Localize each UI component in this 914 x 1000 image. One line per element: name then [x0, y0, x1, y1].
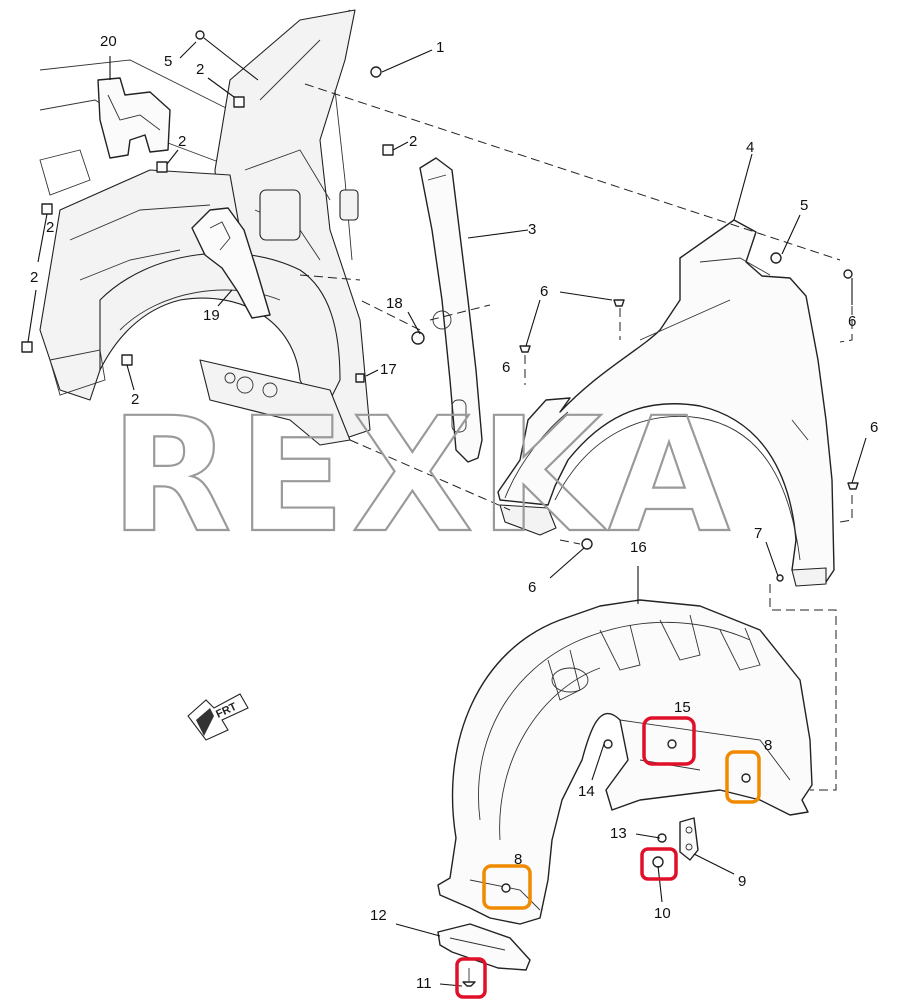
highlight-red-part-10 — [640, 847, 678, 881]
callout-2-e: 2 — [131, 391, 139, 408]
part-3-seal — [419, 157, 483, 463]
callout-2-b: 2 — [409, 133, 417, 150]
callouts: 1 2 2 2 2 2 2 3 4 5 5 6 6 6 6 6 7 8 8 9 … — [30, 33, 878, 992]
callout-6-d: 6 — [528, 579, 536, 596]
callout-3: 3 — [528, 221, 536, 238]
callout-19: 19 — [203, 307, 220, 324]
callout-1: 1 — [436, 39, 444, 56]
callout-17: 17 — [380, 361, 397, 378]
callout-6-c: 6 — [870, 419, 878, 436]
highlight-red-part-15 — [642, 716, 696, 766]
callout-11: 11 — [416, 975, 432, 992]
highlight-boxes — [455, 716, 761, 999]
part-12-shield — [437, 923, 531, 971]
callout-6-b: 6 — [848, 313, 856, 330]
callout-2-c: 2 — [178, 133, 186, 150]
callout-16: 16 — [630, 539, 647, 556]
part-9-bracket — [679, 817, 699, 861]
callout-20: 20 — [100, 33, 117, 50]
callout-18: 18 — [386, 295, 403, 312]
callout-4: 4 — [746, 139, 754, 156]
callout-5-a: 5 — [164, 53, 172, 70]
callout-15: 15 — [674, 699, 691, 716]
callout-6-e: 6 — [502, 359, 510, 376]
callout-8-upper: 8 — [764, 737, 772, 754]
callout-2-a: 2 — [196, 61, 204, 78]
callout-5-b: 5 — [800, 197, 808, 214]
part-4-fender — [497, 219, 835, 587]
guide-lines — [299, 83, 853, 791]
highlight-red-part-11 — [455, 957, 487, 999]
highlight-orange-part-8-upper — [725, 750, 761, 804]
highlight-orange-part-8-lower — [482, 864, 532, 910]
front-direction-indicator: FRT — [187, 693, 249, 741]
callout-8-lower: 8 — [514, 851, 522, 868]
body-structure — [39, 9, 371, 446]
callout-13: 13 — [610, 825, 627, 842]
leader-lines — [27, 37, 867, 987]
fasteners — [21, 30, 859, 987]
callout-10: 10 — [654, 905, 671, 922]
callout-9: 9 — [738, 873, 746, 890]
part-16-liner — [437, 599, 813, 925]
callout-7: 7 — [754, 525, 762, 542]
watermark: REXKA — [110, 384, 736, 568]
callout-14: 14 — [578, 783, 595, 800]
callout-12: 12 — [370, 907, 387, 924]
callout-2-f: 2 — [46, 219, 54, 236]
callout-2-d: 2 — [30, 269, 38, 286]
callout-6-a: 6 — [540, 283, 548, 300]
